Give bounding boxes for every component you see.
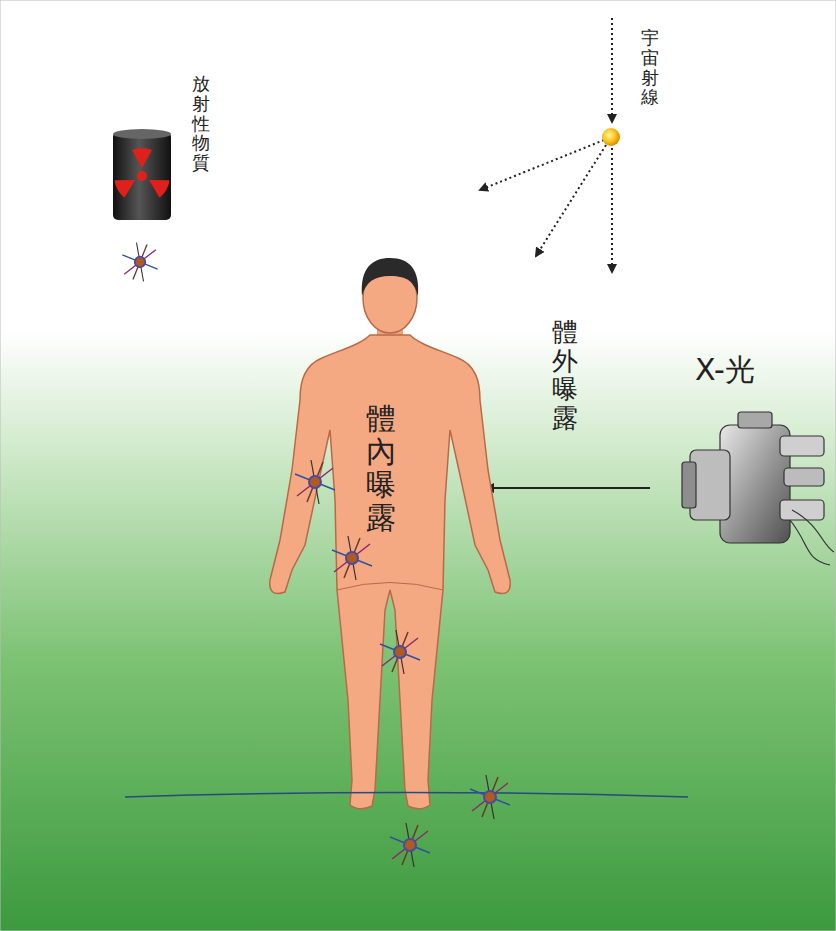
source-label: 放射性物質 (192, 74, 210, 173)
xray-machine (682, 412, 834, 565)
human-figure (270, 258, 510, 809)
xray-label: X-光 (695, 350, 755, 391)
ground-line (125, 793, 688, 798)
external-exposure-label: 體外曝露 (552, 318, 578, 432)
cosmic-rays (480, 18, 612, 272)
exposure-arrow (486, 487, 650, 489)
internal-exposure-label: 體內曝露 (366, 402, 396, 534)
radiation-particles (122, 243, 510, 867)
cosmic-ray-label: 宇宙射線 (641, 28, 659, 107)
ground (0, 330, 836, 931)
radioactive-barrel (113, 129, 171, 220)
cosmic-particle (602, 128, 620, 146)
